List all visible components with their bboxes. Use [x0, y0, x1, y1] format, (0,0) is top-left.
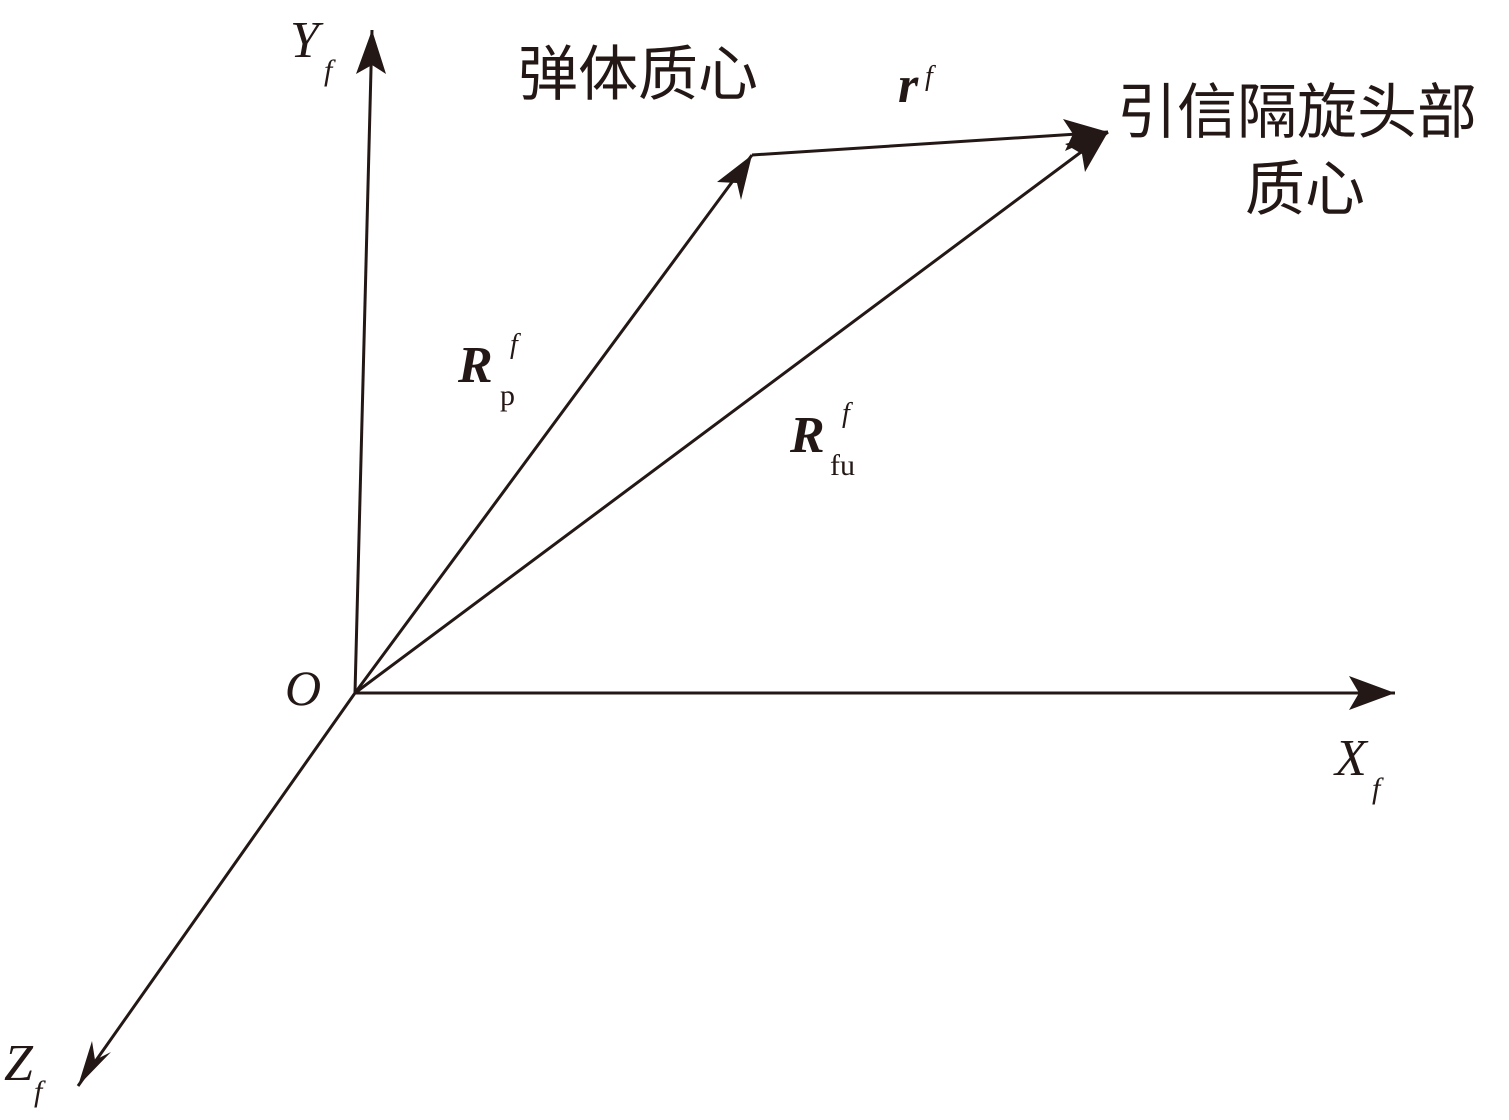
svg-text:f: f [1372, 772, 1384, 805]
svg-text:f: f [925, 61, 936, 92]
svg-text:p: p [500, 379, 515, 412]
z-axis [76, 692, 357, 1087]
svg-text:Y: Y [290, 12, 324, 69]
fuze-center-label-line1: 引信隔旋头部 [1117, 78, 1477, 148]
svg-text:r: r [898, 57, 919, 114]
z-axis-label: Z f [4, 1035, 46, 1108]
vector-r-arrowhead [1063, 119, 1108, 151]
svg-text:Z: Z [4, 1035, 34, 1092]
vector-r-line [751, 130, 1109, 157]
vector-rfu-line [354, 130, 1109, 695]
vector-r-label: r f [898, 57, 936, 114]
y-axis-label: Y f [290, 12, 336, 87]
x-axis-label: X f [1333, 730, 1384, 805]
vector-rp-line [353, 154, 754, 694]
vector-rp-arrowhead [717, 155, 752, 200]
vector-rfu-label: R f fu [789, 398, 855, 482]
svg-text:f: f [842, 398, 853, 429]
origin-label: O [285, 660, 321, 716]
x-axis-arrowhead [1349, 676, 1395, 710]
svg-text:f: f [324, 54, 336, 87]
y-axis [353, 29, 374, 694]
body-center-label: 弹体质心 [518, 40, 758, 110]
svg-text:R: R [457, 337, 493, 394]
z-axis-arrowhead [78, 1041, 111, 1086]
svg-text:f: f [34, 1075, 46, 1108]
fuze-center-label-line2: 质心 [1245, 155, 1365, 225]
svg-text:fu: fu [830, 449, 855, 482]
svg-text:R: R [789, 407, 825, 464]
y-axis-arrowhead [356, 30, 386, 74]
vector-rp-label: R f p [457, 329, 521, 412]
svg-text:X: X [1333, 730, 1369, 787]
svg-text:f: f [510, 329, 521, 360]
